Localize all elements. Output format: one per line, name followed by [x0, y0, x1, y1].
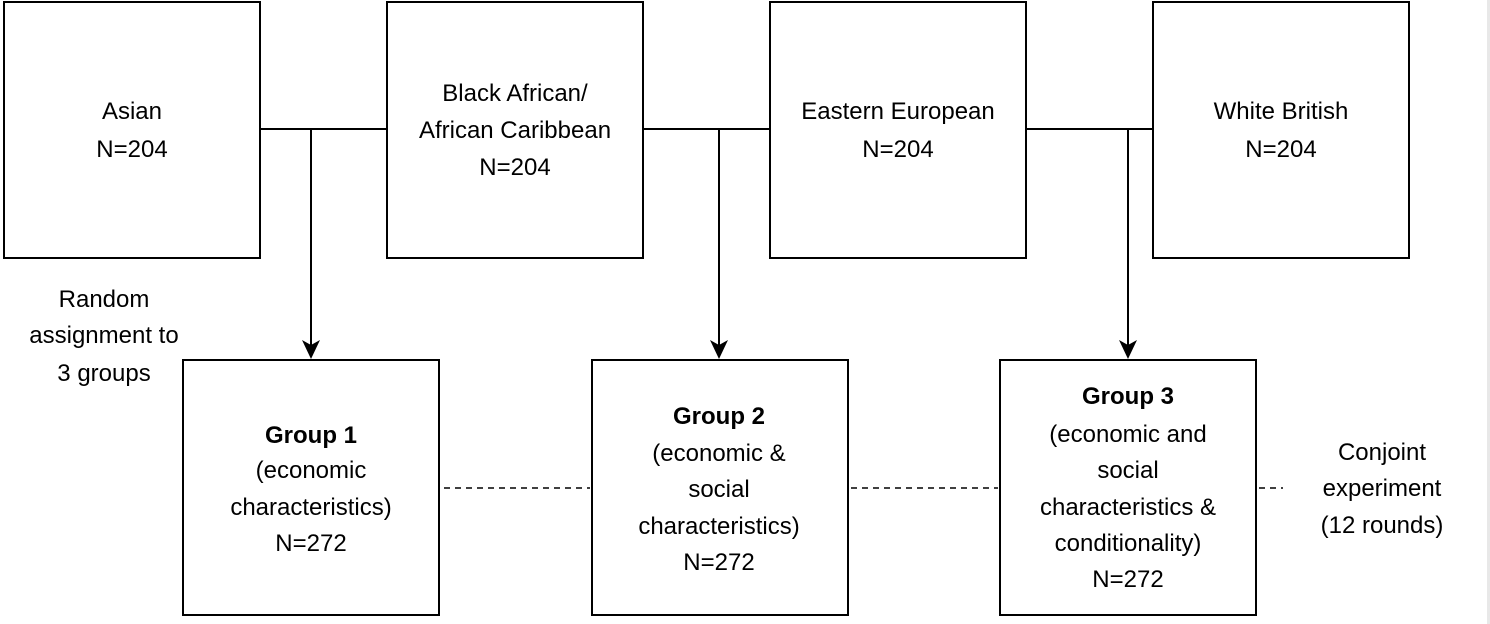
diagram-text: 3 groups — [57, 360, 150, 387]
population-box-black-african: Black African/ African Caribbean N=204 — [386, 1, 644, 259]
diagram-text: Asian — [102, 98, 162, 125]
diagram-text: characteristics) — [638, 513, 799, 540]
population-box-asian: Asian N=204 — [3, 1, 261, 259]
population-box-eastern-european: Eastern European N=204 — [769, 1, 1027, 259]
diagram-text: White British — [1214, 98, 1349, 125]
diagram-text: (economic & — [652, 440, 785, 467]
right-edge — [1487, 0, 1490, 624]
diagram-text: (economic and — [1049, 421, 1206, 448]
diagram-text: Eastern European — [801, 98, 994, 125]
diagram-text: Black African/ — [442, 80, 588, 107]
diagram-text: social — [1097, 457, 1158, 484]
group-box-1: Group 1 (economic characteristics) N=272 — [182, 359, 440, 616]
arrow-to-group-2 — [710, 129, 728, 359]
diagram-text: N=204 — [1245, 136, 1316, 163]
diagram-text: characteristics & — [1040, 494, 1216, 521]
diagram-text: social — [688, 476, 749, 503]
diagram-text: conditionality) — [1055, 530, 1202, 557]
diagram-text: Conjoint — [1338, 439, 1426, 466]
diagram-text: characteristics) — [230, 494, 391, 521]
diagram-text: N=272 — [1092, 566, 1163, 593]
diagram-text: N=272 — [275, 530, 346, 557]
arrow-to-group-3 — [1119, 129, 1137, 359]
diagram-text: experiment — [1323, 475, 1442, 502]
diagram-text: Group 1 — [265, 422, 357, 449]
diagram-text: N=204 — [479, 154, 550, 181]
diagram-text: Group 3 — [1082, 383, 1174, 410]
diagram-text: N=272 — [683, 549, 754, 576]
population-box-white-british: White British N=204 — [1152, 1, 1410, 259]
assignment-label: Random assignment to 3 groups — [29, 286, 178, 387]
diagram-text: N=204 — [862, 136, 933, 163]
group-box-3: Group 3 (economic and social characteris… — [999, 359, 1257, 616]
diagram-text: (economic — [256, 457, 367, 484]
experiment-label: Conjoint experiment (12 rounds) — [1321, 439, 1444, 539]
arrow-to-group-1 — [302, 129, 320, 359]
diagram-text: N=204 — [96, 136, 167, 163]
diagram-text: assignment to — [29, 322, 178, 349]
diagram-text: Random — [59, 286, 150, 313]
diagram-text: (12 rounds) — [1321, 512, 1444, 539]
group-box-2: Group 2 (economic & social characteristi… — [591, 359, 849, 616]
diagram-text: African Caribbean — [419, 117, 611, 144]
diagram-text: Group 2 — [673, 403, 765, 430]
